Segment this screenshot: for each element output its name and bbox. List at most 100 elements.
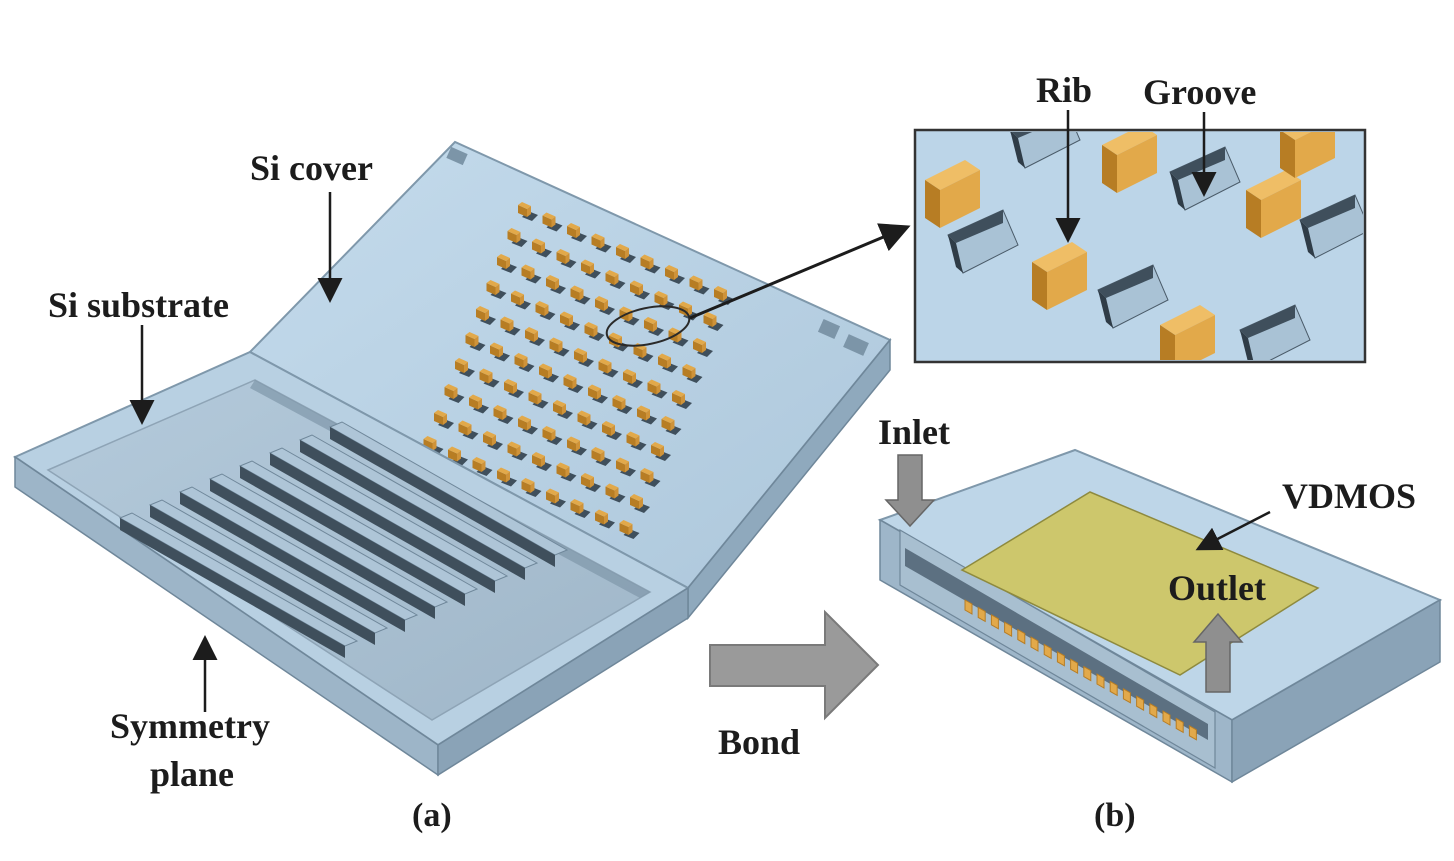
rib-top — [448, 446, 461, 454]
rib-front — [635, 435, 640, 447]
rib-top — [612, 395, 626, 402]
rib-front — [537, 393, 542, 405]
rib-front — [516, 232, 521, 243]
rib-front — [534, 331, 538, 342]
rib-front — [558, 341, 563, 353]
rib-front — [583, 352, 587, 363]
rib-front — [488, 372, 493, 384]
module-rib — [1188, 724, 1197, 741]
rib-front — [611, 425, 615, 436]
rib-top — [616, 244, 629, 251]
rib-front — [600, 237, 605, 249]
channel-wall-side — [120, 518, 345, 658]
si-cover-label: Si cover — [250, 148, 373, 188]
rib-front — [565, 466, 570, 478]
rib-top — [465, 332, 479, 339]
rib-front — [723, 290, 727, 301]
rib-front — [513, 383, 517, 394]
rib-top — [682, 364, 696, 371]
rib-top — [497, 254, 510, 261]
rib-front — [670, 420, 675, 431]
rib-top — [595, 296, 608, 303]
caption-a: (a) — [412, 797, 452, 834]
module-rib — [1149, 702, 1158, 719]
channel-wall-side — [240, 466, 465, 606]
outlet-arrow-icon — [1192, 612, 1244, 693]
rib-top — [658, 353, 671, 361]
inset-groove-wall — [1300, 220, 1315, 258]
rib-top — [630, 280, 643, 288]
inset-rib-top — [925, 160, 980, 190]
rib-top — [570, 499, 584, 506]
rib-top — [588, 384, 601, 392]
rib-top — [490, 342, 503, 350]
rib-top — [518, 202, 531, 209]
rib-top — [602, 421, 615, 428]
inset-groove-wall — [1098, 265, 1153, 298]
inset-groove-wall — [1012, 132, 1033, 138]
rib-top — [497, 467, 510, 475]
rib-top — [469, 394, 482, 402]
rib-top — [476, 306, 489, 313]
rib-front — [653, 321, 657, 332]
inset-rib-side — [1160, 325, 1175, 360]
rib-front — [443, 414, 447, 425]
rib-front — [632, 373, 636, 384]
symmetry-plane-label-line1: Symmetry — [110, 706, 270, 746]
rib-top — [616, 457, 629, 465]
channel-wall-top — [238, 460, 479, 595]
rib-front — [495, 284, 500, 295]
rib-top — [609, 332, 622, 340]
module-rib — [1096, 673, 1105, 689]
rib-top — [539, 363, 552, 371]
rib-top — [556, 462, 570, 470]
inset-groove-wall — [1098, 290, 1113, 328]
rib-top — [444, 384, 458, 391]
rib-top — [619, 306, 633, 314]
rib-front — [614, 274, 619, 285]
rib-top — [714, 286, 727, 293]
rib-front — [569, 315, 573, 327]
vdmos-label: VDMOS — [1282, 476, 1416, 516]
module-rib — [977, 606, 986, 623]
rib-front — [509, 320, 514, 332]
rib-top — [528, 389, 542, 397]
rib-front — [467, 424, 472, 436]
inlet-label: Inlet — [878, 412, 950, 452]
rib-front — [530, 482, 535, 493]
groove-label: Groove — [1143, 72, 1256, 112]
rib-front — [590, 263, 594, 275]
inset-rib-front — [1047, 252, 1087, 310]
inset-rib-side — [1280, 132, 1295, 178]
rib-front — [492, 435, 496, 446]
rib-top — [595, 509, 608, 517]
rib-top — [423, 436, 437, 443]
substrate-right-face — [437, 586, 689, 777]
rib-top — [532, 238, 545, 246]
channel-wall-side — [150, 505, 375, 645]
channel-wall-top — [178, 486, 419, 621]
rib-top — [647, 379, 661, 387]
rib-front — [681, 394, 685, 405]
rib-top — [567, 223, 580, 230]
rib-top — [654, 291, 668, 298]
rib-front — [625, 461, 629, 473]
inset-rib-front — [1295, 132, 1335, 178]
rib-front — [485, 310, 489, 321]
rib-front — [674, 269, 678, 280]
rib-top — [661, 416, 675, 423]
rib-top — [689, 275, 703, 283]
rib-top — [504, 379, 517, 386]
rib-front — [663, 295, 668, 306]
rib-front — [478, 398, 482, 410]
rib-top — [556, 249, 570, 256]
inset-rib-front — [1261, 180, 1301, 238]
module-rib — [1083, 665, 1092, 682]
rib-front — [544, 305, 549, 316]
module-rib — [990, 613, 999, 630]
rib-front — [628, 524, 633, 535]
rib-top — [518, 415, 531, 423]
module-rib — [1004, 621, 1013, 638]
channel-wall-side — [270, 453, 495, 593]
